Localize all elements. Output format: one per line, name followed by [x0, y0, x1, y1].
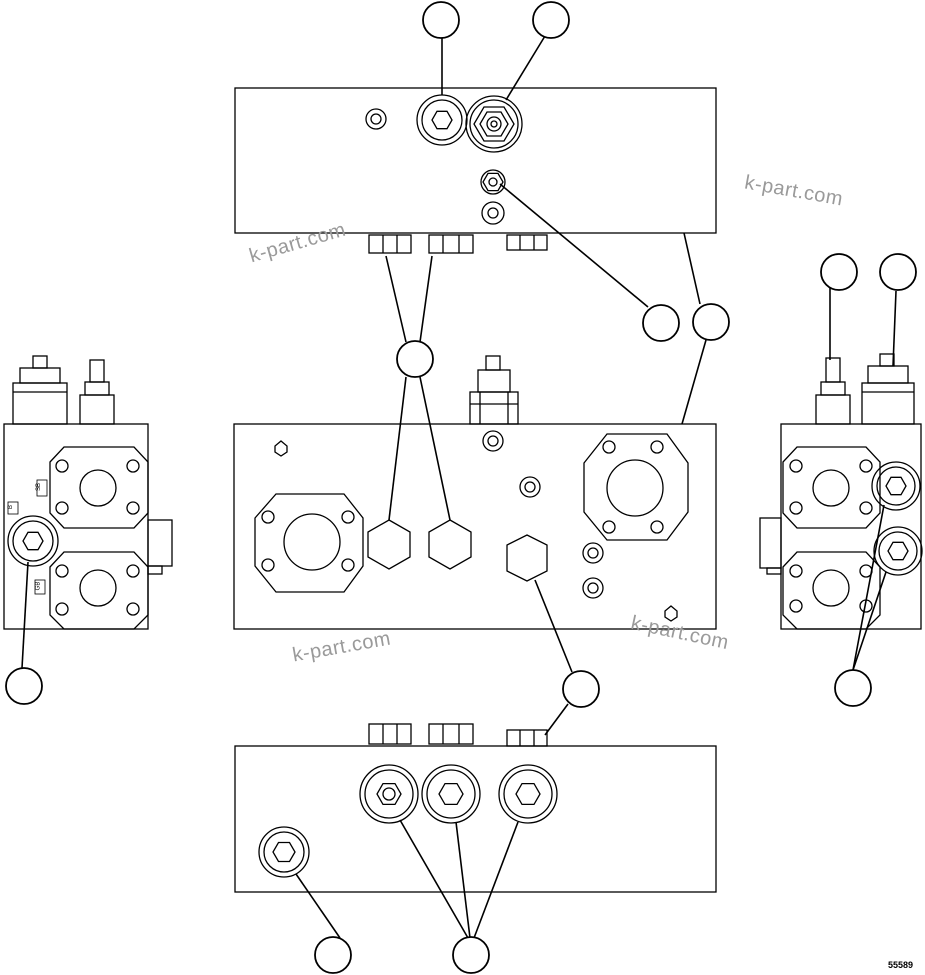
callout-circle: [396, 340, 434, 378]
callout-circle: [562, 670, 600, 708]
figure-number: 55589: [888, 960, 914, 970]
port-label-b: B: [8, 504, 15, 510]
callout-circle: [5, 667, 43, 705]
leader-lines: [21, 35, 897, 939]
callout-circle: [532, 1, 570, 39]
callout-circles: [5, 1, 917, 974]
callout-circle: [642, 304, 680, 342]
port-label-sb: SB: [36, 482, 43, 492]
middle-valve-block: [233, 355, 717, 630]
port-label-gb: GB: [35, 581, 42, 591]
left-valve-block: [3, 355, 173, 630]
callout-circle: [820, 253, 858, 291]
top-valve-block: [234, 87, 717, 254]
bottom-valve-block: [234, 723, 717, 893]
callout-circle: [452, 936, 490, 974]
callout-circle: [692, 303, 730, 341]
callout-circle: [834, 669, 872, 707]
callout-circle: [314, 936, 352, 974]
callout-circle: [422, 1, 460, 39]
right-valve-block: [759, 353, 923, 630]
callout-circle: [879, 253, 917, 291]
